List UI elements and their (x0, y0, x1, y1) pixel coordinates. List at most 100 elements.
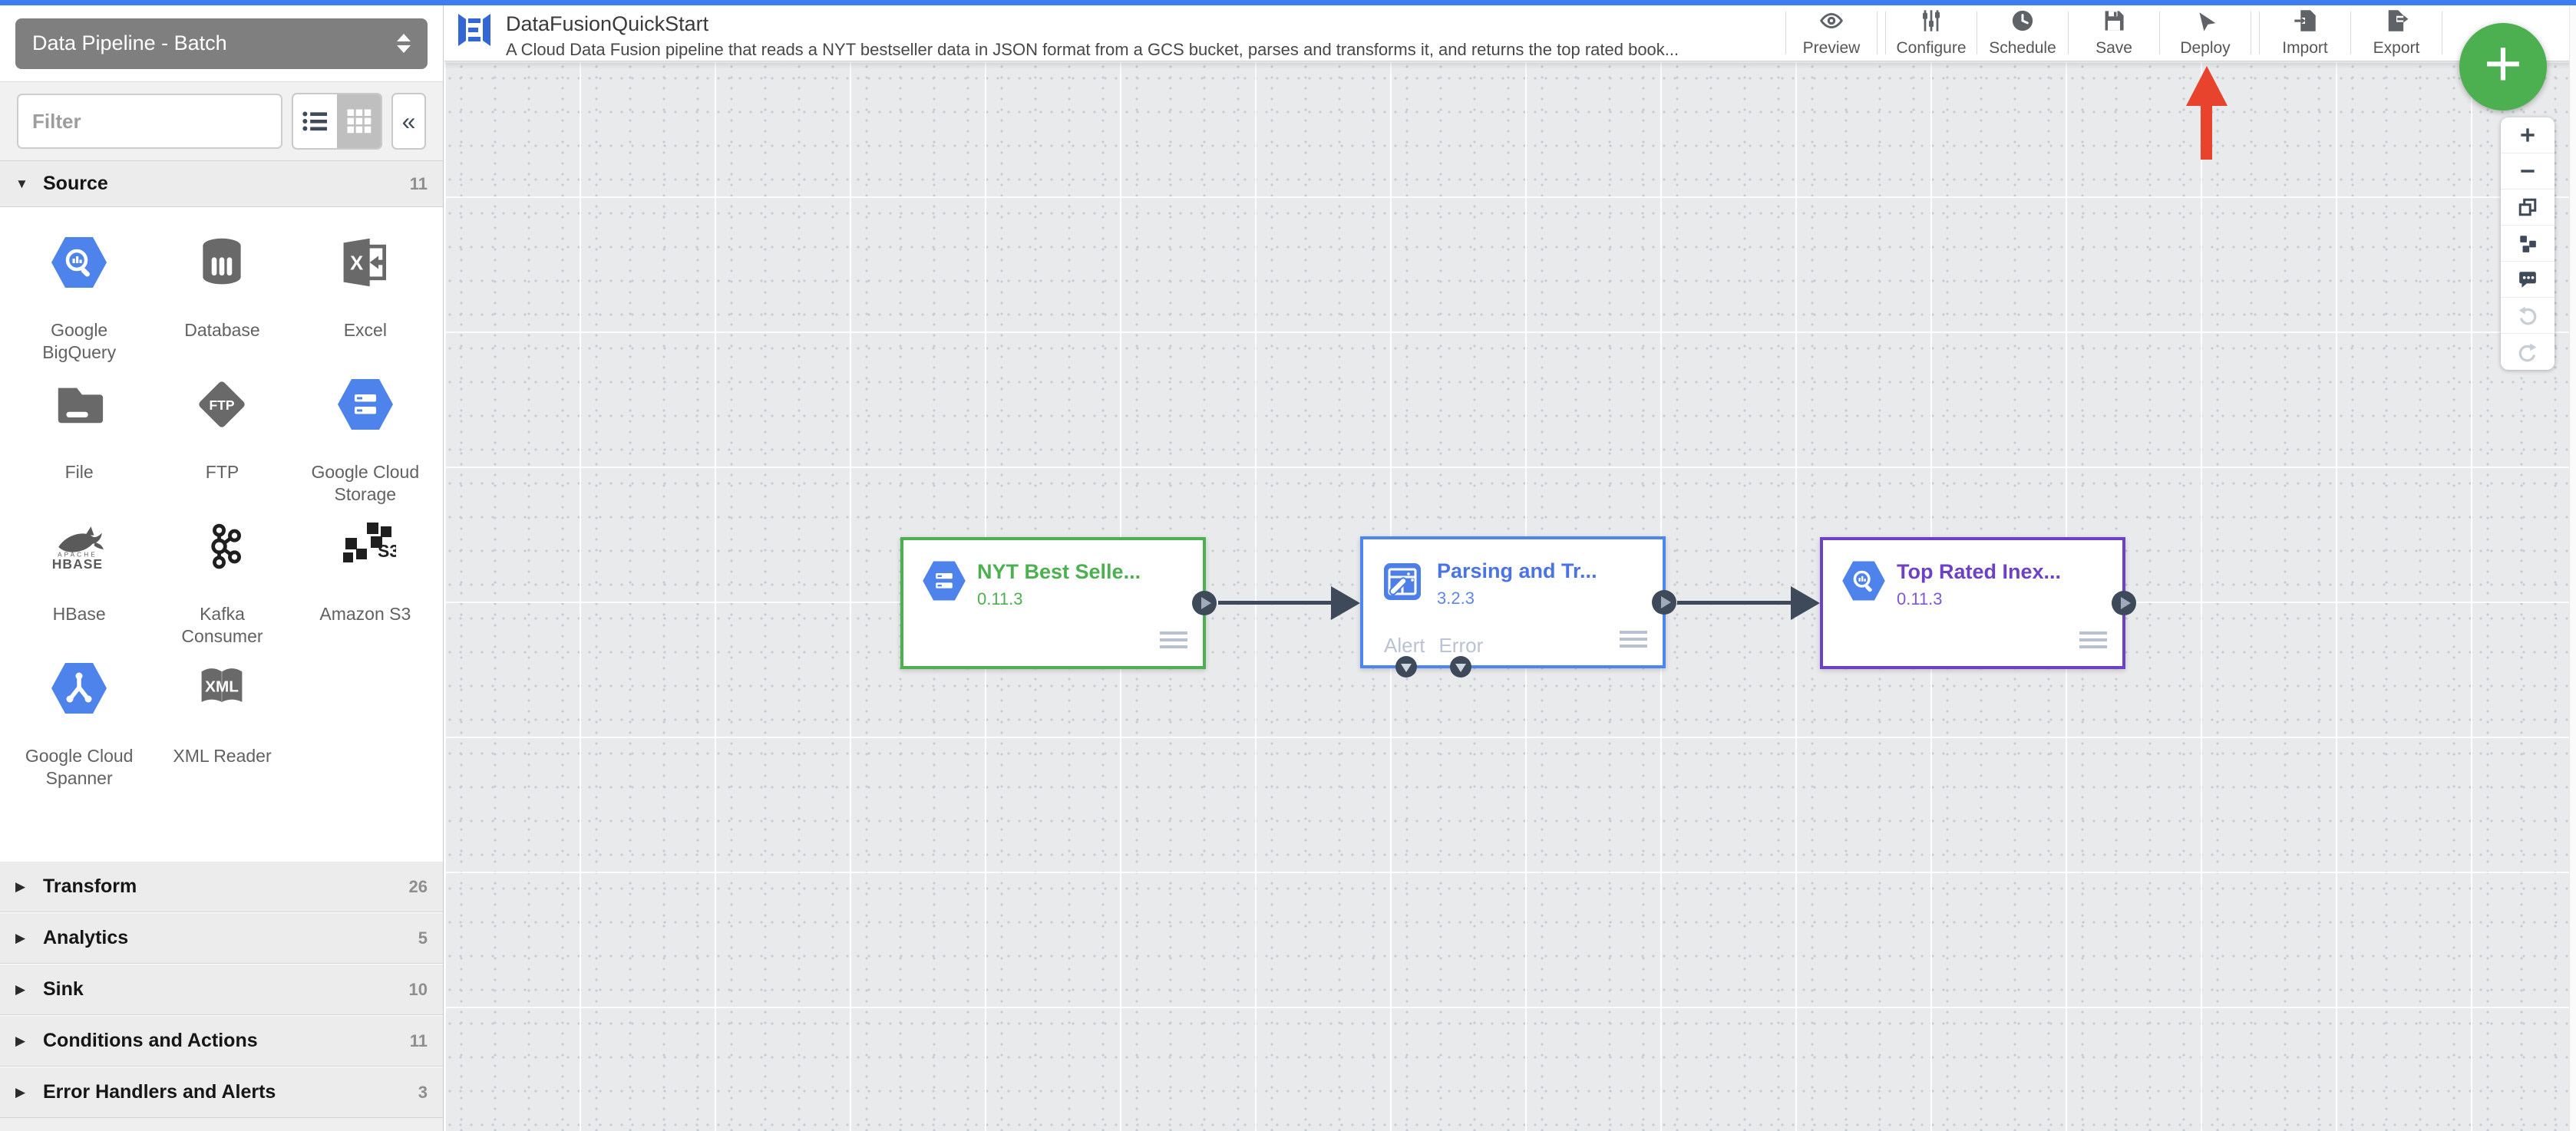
connection-node1-node2 (1218, 601, 1332, 605)
node-menu-icon[interactable] (1620, 631, 1647, 651)
alert-port[interactable] (1395, 656, 1417, 678)
down-triangle-icon (1401, 664, 1412, 672)
node-menu-icon[interactable] (1160, 631, 1187, 652)
database-cylinder-icon (194, 233, 249, 292)
pipeline-type-label: Data Pipeline - Batch (32, 31, 227, 54)
plugin-label: Database (184, 320, 260, 340)
section-count-badge: 26 (408, 876, 428, 896)
save-button[interactable]: Save (2069, 5, 2159, 61)
view-toggle-group (292, 93, 383, 150)
node-output-port[interactable] (1192, 591, 1217, 615)
section-header-analytics[interactable]: Analytics 5 (0, 912, 443, 964)
plugin-item-kafka-consumer[interactable]: Kafka Consumer (150, 517, 293, 659)
pipeline-type-area: Data Pipeline - Batch (0, 5, 443, 81)
section-header-sink[interactable]: Sink 10 (0, 964, 443, 1015)
comments-button[interactable] (2501, 262, 2555, 298)
plugin-label: Google Cloud Storage (311, 462, 420, 505)
zoom-in-button[interactable] (2501, 117, 2555, 153)
deploy-annotation-arrow-stem (2201, 104, 2212, 160)
error-port[interactable] (1450, 656, 1471, 678)
gcs-hexagon-icon (335, 375, 396, 434)
plugin-item-google-cloud-storage[interactable]: Google Cloud Storage (294, 375, 437, 517)
gcs-hexagon-icon (920, 560, 968, 605)
fit-to-screen-icon (2518, 198, 2537, 216)
bigquery-hexagon-icon (1840, 560, 1887, 605)
import-button[interactable]: Import (2260, 5, 2350, 61)
plugin-item-database[interactable]: Database (150, 233, 293, 375)
wrangler-icon (1383, 562, 1422, 605)
chevron-right-icon (15, 982, 32, 997)
node-nyt-best-sellers[interactable]: NYT Best Selle... 0.11.3 (900, 537, 1217, 669)
plugin-label: XML Reader (173, 746, 272, 766)
pipeline-type-dropdown[interactable]: Data Pipeline - Batch (15, 18, 428, 69)
floppy-icon (2105, 11, 2124, 31)
node-title: NYT Best Selle... (977, 560, 1141, 583)
node-output-port[interactable] (1652, 590, 1676, 615)
paper-plane-icon (2199, 12, 2216, 31)
section-count-badge: 5 (418, 928, 428, 948)
schedule-button[interactable]: Schedule (1977, 5, 2068, 61)
plugin-label: Amazon S3 (319, 604, 411, 624)
fit-to-screen-button[interactable] (2501, 190, 2555, 226)
configure-button[interactable]: Configure (1886, 5, 1977, 61)
section-header-error-handlers-and-alerts[interactable]: Error Handlers and Alerts 3 (0, 1067, 443, 1118)
chevron-right-icon (15, 931, 32, 946)
plugin-label: File (64, 462, 94, 482)
pipeline-title: DataFusionQuickStart (506, 12, 709, 35)
grid-icon (347, 109, 371, 134)
plugin-item-google-cloud-spanner[interactable]: Google Cloud Spanner (8, 659, 150, 801)
node-version: 3.2.3 (1437, 589, 1475, 608)
section-count-badge: 11 (409, 173, 428, 193)
grid-view-button[interactable] (337, 94, 381, 148)
connection-arrowhead-icon (1331, 586, 1360, 620)
node-title: Parsing and Tr... (1437, 559, 1597, 582)
node-menu-icon[interactable] (2079, 631, 2107, 652)
add-pipeline-fab-button[interactable]: + (2459, 23, 2547, 110)
sidebar-collapse-button[interactable] (391, 93, 426, 150)
deploy-button[interactable]: Deploy (2160, 5, 2251, 61)
align-nodes-button[interactable] (2501, 226, 2555, 262)
sliders-icon (1923, 10, 1940, 31)
xml-book-icon: XML (193, 659, 250, 717)
bigquery-hexagon-icon (48, 233, 110, 292)
section-header-conditions-and-actions[interactable]: Conditions and Actions 11 (0, 1015, 443, 1067)
pipeline-titles: DataFusionQuickStart A Cloud Data Fusion… (506, 12, 1679, 61)
zoom-out-button[interactable] (2501, 153, 2555, 190)
node-output-port[interactable] (2112, 591, 2136, 615)
eye-icon (1820, 12, 1843, 29)
undo-button[interactable] (2501, 298, 2555, 334)
plugin-item-file[interactable]: File (8, 375, 150, 517)
pipeline-meta: DataFusionQuickStart A Cloud Data Fusion… (444, 5, 1785, 61)
export-button[interactable]: Export (2351, 5, 2442, 61)
svg-text:X: X (350, 252, 363, 274)
plugin-item-ftp[interactable]: FTP FTP (150, 375, 293, 517)
plugin-item-amazon-s3[interactable]: S3 Amazon S3 (294, 517, 437, 659)
top-accent-bar (0, 0, 2576, 5)
play-triangle-icon (1661, 596, 1671, 608)
plugin-item-xml-reader[interactable]: XML XML Reader (150, 659, 293, 801)
plugin-item-google-bigquery[interactable]: Google BigQuery (8, 233, 150, 375)
plugin-item-hbase[interactable]: APACHE HBASE HBase (8, 517, 150, 659)
plugin-label: Google BigQuery (42, 320, 117, 363)
plugin-item-excel[interactable]: X Excel (294, 233, 437, 375)
plugin-label: Google Cloud Spanner (25, 746, 134, 789)
pipeline-canvas[interactable]: NYT Best Selle... 0.11.3 Parsing and Tr.… (444, 61, 2576, 1131)
redo-button[interactable] (2501, 334, 2555, 370)
node-title: Top Rated Inex... (1897, 560, 2062, 583)
node-parsing-and-transform[interactable]: Parsing and Tr... 3.2.3 Alert Error (1360, 536, 1676, 678)
plugin-filter-input[interactable] (17, 94, 282, 149)
preview-button[interactable]: Preview (1786, 5, 1877, 61)
plugin-filter-row (0, 81, 443, 161)
section-header-source[interactable]: Source 11 (0, 161, 443, 207)
section-label: Conditions and Actions (43, 1030, 258, 1051)
scrollbar-track[interactable] (2569, 5, 2576, 1131)
connection-node2-node3 (1677, 601, 1791, 605)
section-label: Source (43, 173, 108, 194)
list-view-button[interactable] (293, 94, 337, 148)
plus-icon (2521, 128, 2535, 142)
section-header-transform[interactable]: Transform 26 (0, 861, 443, 912)
play-triangle-icon (1201, 597, 1211, 609)
plugin-label: FTP (205, 462, 239, 482)
clock-icon (2012, 10, 2033, 31)
node-top-rated-inexpensive[interactable]: Top Rated Inex... 0.11.3 (1820, 537, 2136, 669)
